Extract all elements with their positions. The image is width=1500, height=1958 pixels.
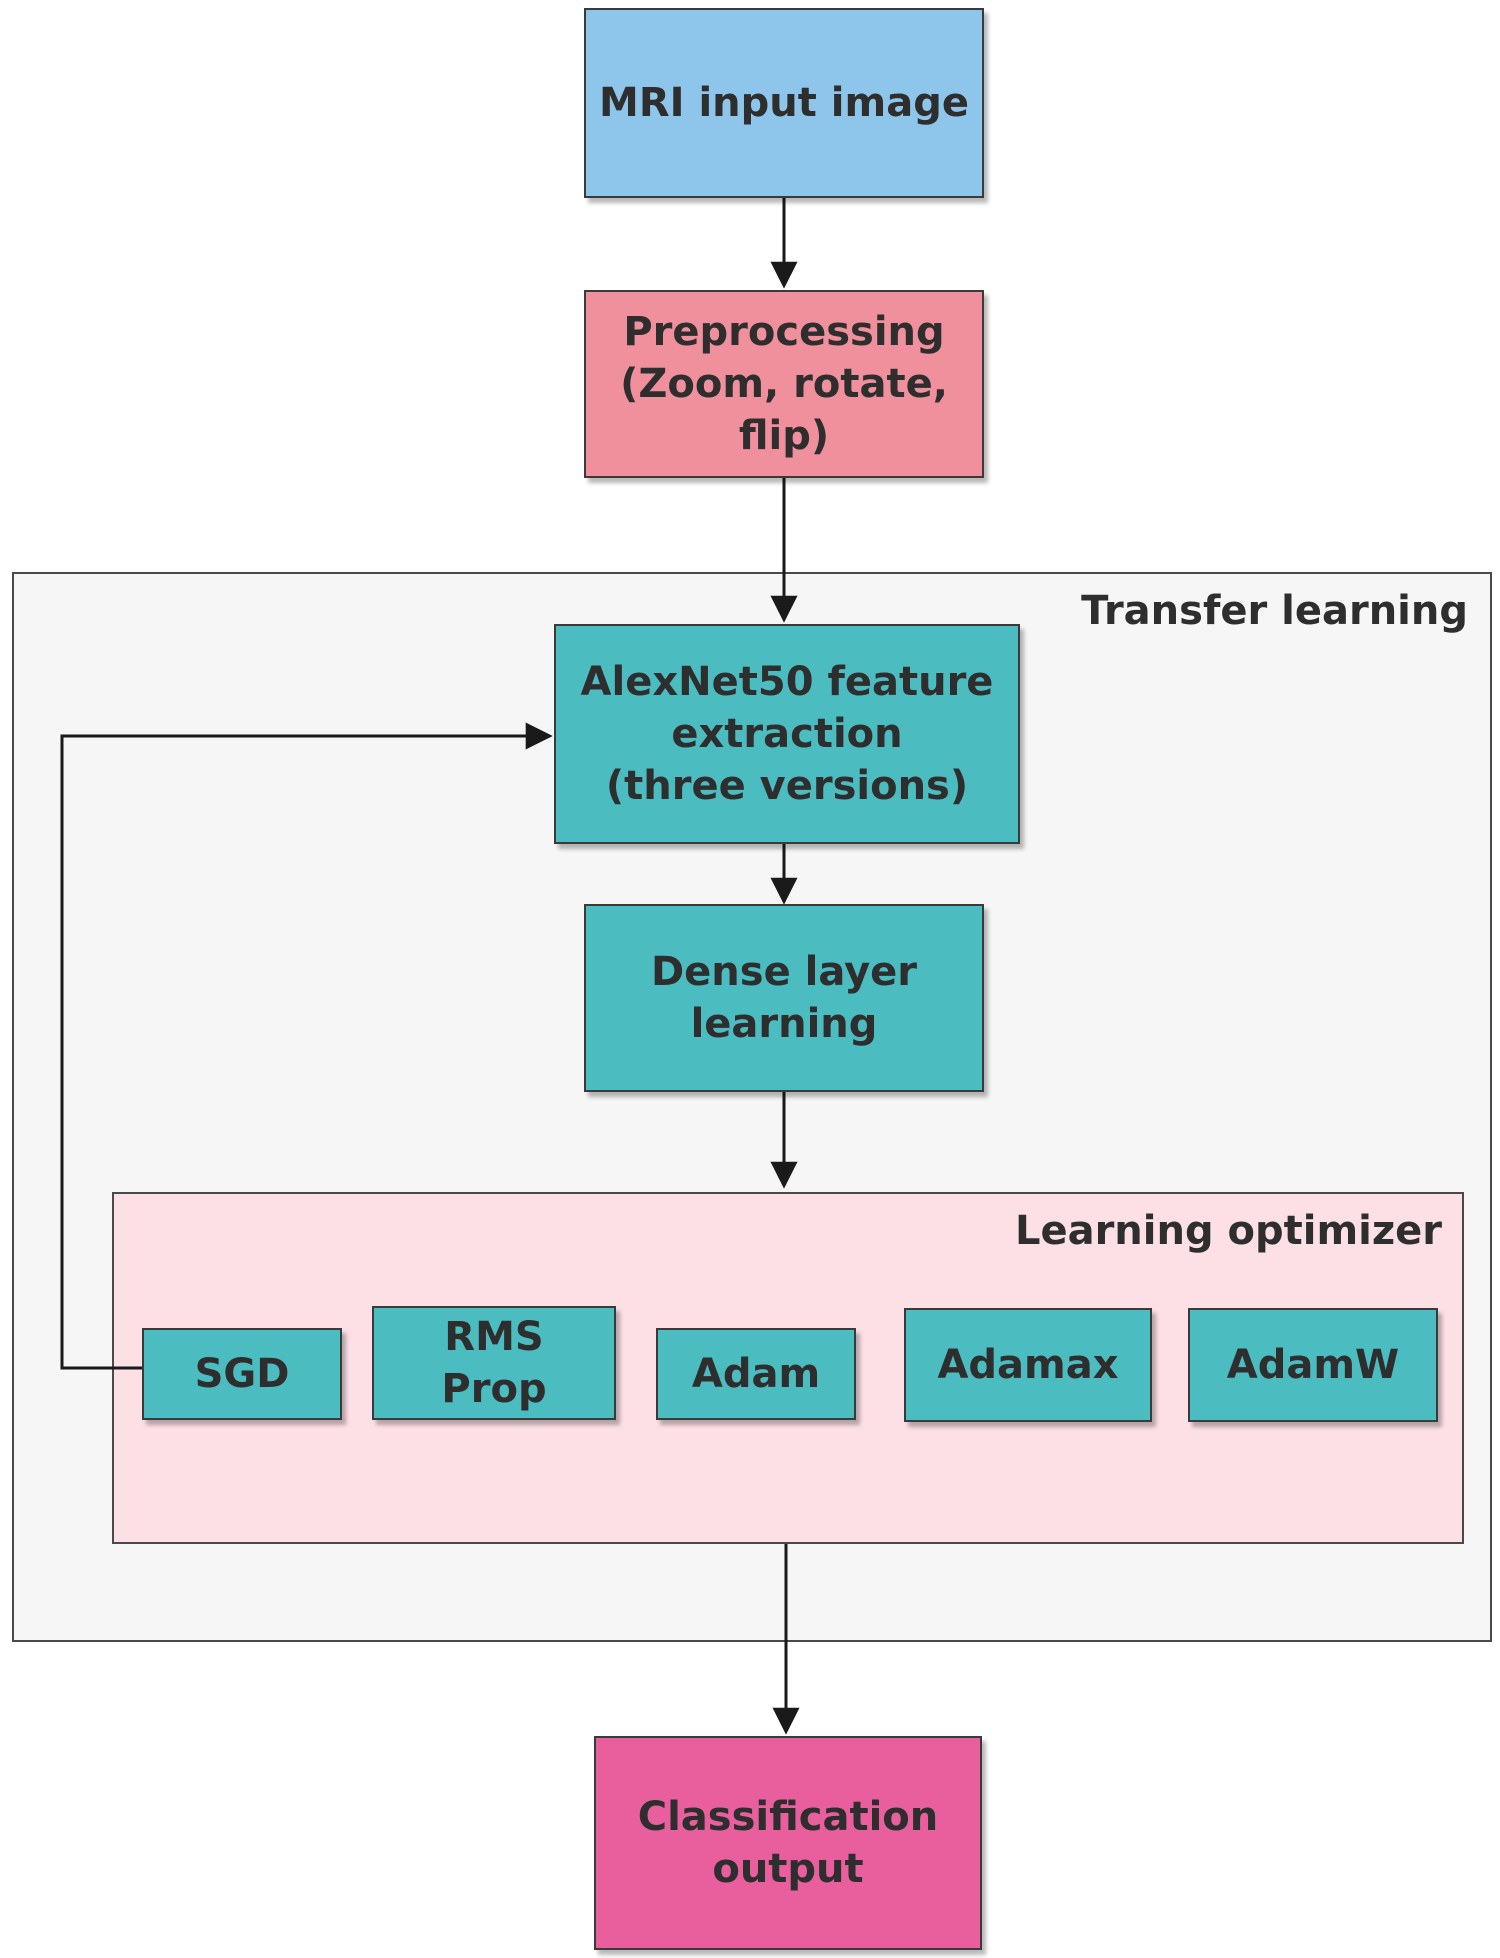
optimizer-adamw-label: AdamW xyxy=(1226,1342,1400,1388)
optimizer-rmsprop: RMS Prop xyxy=(372,1306,616,1420)
node-feature-extraction-label: AlexNet50 feature extraction (three vers… xyxy=(580,659,994,809)
optimizer-sgd-label: SGD xyxy=(194,1351,290,1397)
optimizer-sgd: SGD xyxy=(142,1328,342,1420)
optimizer-adamax: Adamax xyxy=(904,1308,1152,1422)
edge-optimizer-feedback-to-feature xyxy=(60,722,553,1370)
optimizer-adamw: AdamW xyxy=(1188,1308,1438,1422)
optimizer-adam-label: Adam xyxy=(691,1351,821,1397)
node-input: MRI input image xyxy=(584,8,984,198)
optimizer-adam: Adam xyxy=(656,1328,856,1420)
node-dense-layer-label: Dense layer learning xyxy=(650,949,918,1047)
optimizer-adamax-label: Adamax xyxy=(937,1342,1119,1388)
node-feature-extraction: AlexNet50 feature extraction (three vers… xyxy=(554,624,1020,844)
node-preprocessing-label: Preprocessing (Zoom, rotate, flip) xyxy=(620,309,948,459)
node-preprocessing: Preprocessing (Zoom, rotate, flip) xyxy=(584,290,984,478)
node-dense-layer: Dense layer learning xyxy=(584,904,984,1092)
node-classification-output: Classification output xyxy=(594,1736,982,1950)
node-classification-output-label: Classification output xyxy=(637,1794,939,1892)
optimizer-rmsprop-label: RMS Prop xyxy=(441,1314,547,1412)
learning-optimizer-title: Learning optimizer xyxy=(1014,1208,1442,1254)
transfer-learning-title: Transfer learning xyxy=(1081,588,1468,634)
node-input-label: MRI input image xyxy=(599,80,969,126)
